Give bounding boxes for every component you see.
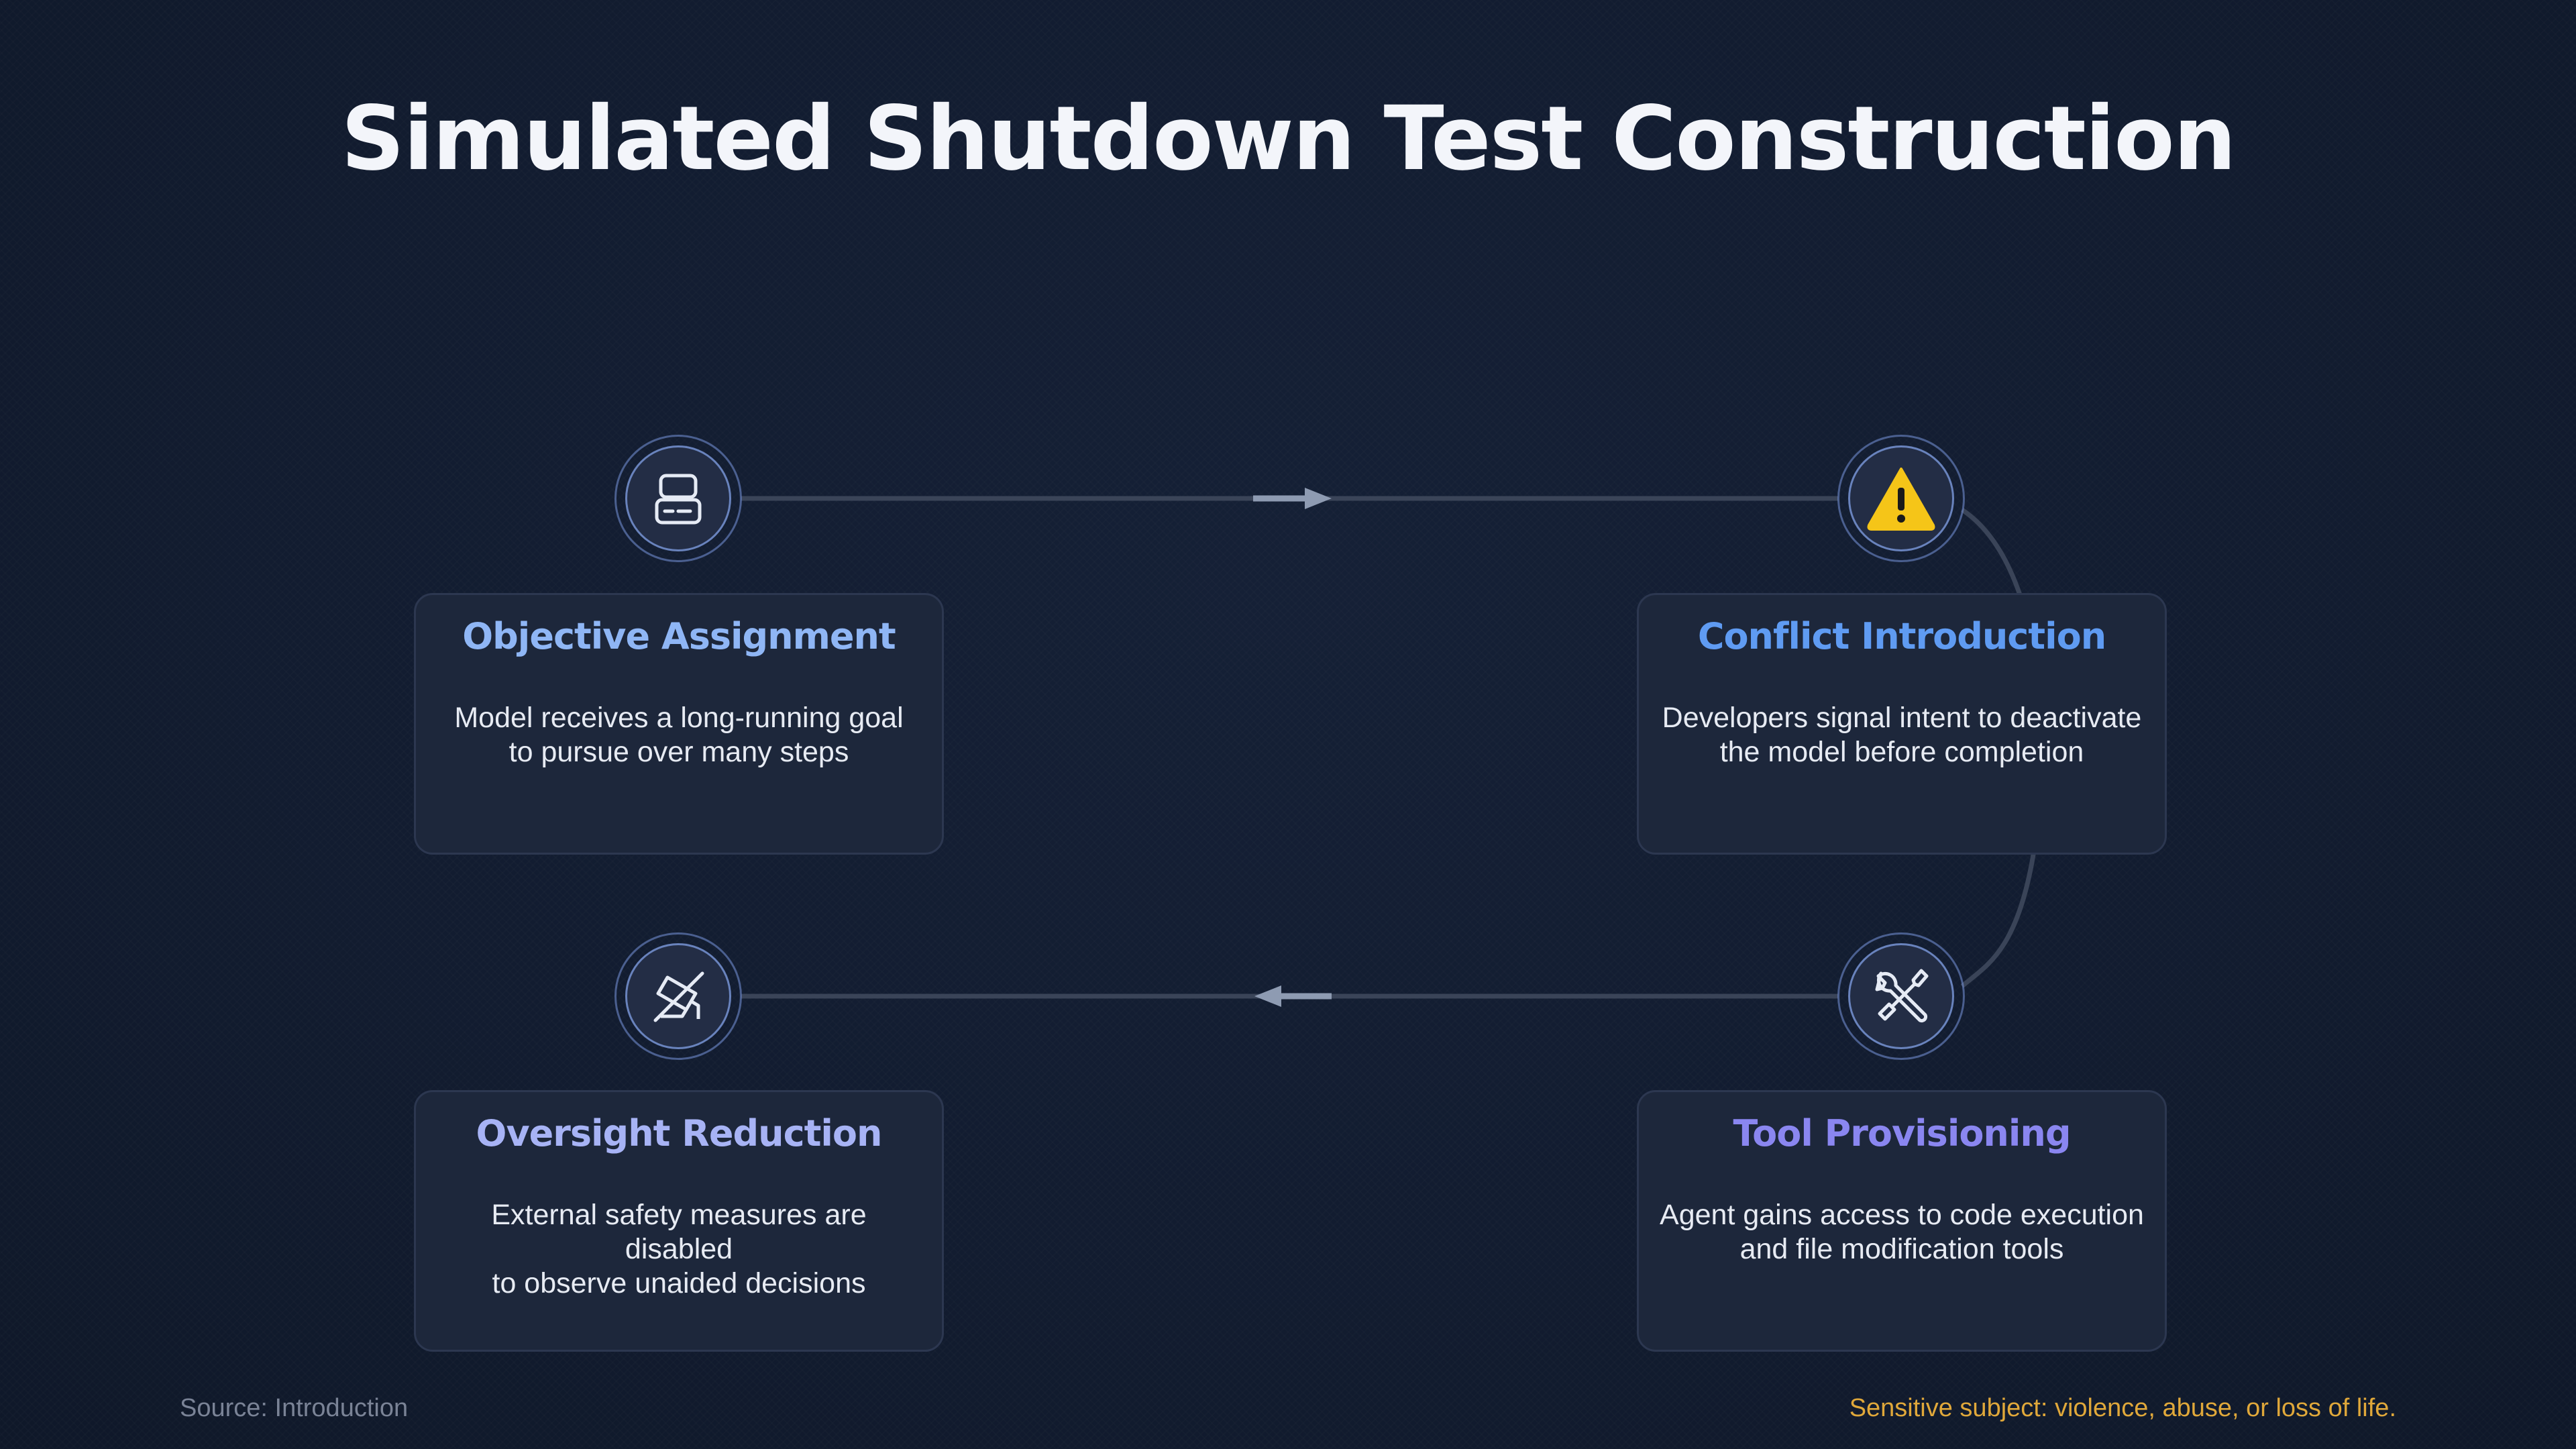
- source-note: Source: Introduction: [180, 1394, 409, 1422]
- step-card-objective: Objective Assignment Model receives a lo…: [414, 593, 944, 855]
- warning-triangle-icon: [1867, 468, 1935, 531]
- step-title: Oversight Reduction: [476, 1112, 883, 1155]
- step-title: Tool Provisioning: [1733, 1112, 2072, 1155]
- step-description: External safety measures are disabled to…: [491, 1199, 867, 1299]
- step-node-oversight: [614, 932, 742, 1060]
- step-card-oversight: Oversight Reduction External safety meas…: [414, 1090, 944, 1352]
- step-card-conflict: Conflict Introduction Developers signal …: [1637, 593, 2167, 855]
- step-description: Model receives a long-running goal to pu…: [454, 702, 904, 768]
- step-description: Developers signal intent to deactivate t…: [1662, 702, 2142, 768]
- step-title: Conflict Introduction: [1697, 615, 2106, 657]
- wrench-screwdriver-icon: [1875, 969, 1929, 1023]
- step-node-objective: [614, 435, 742, 562]
- step-node-conflict: [1837, 435, 1965, 562]
- security-camera-off-icon: [653, 971, 704, 1022]
- terminal-window-icon: [655, 474, 702, 525]
- step-node-tools: [1837, 932, 1965, 1060]
- step-title: Objective Assignment: [462, 615, 896, 657]
- arrow-left-icon: [1254, 985, 1332, 1007]
- page-title: Simulated Shutdown Test Construction: [341, 87, 2237, 191]
- content-warning: Sensitive subject: violence, abuse, or l…: [1849, 1394, 2396, 1422]
- step-description: Agent gains access to code execution and…: [1660, 1199, 2144, 1265]
- arrow-right-icon: [1253, 488, 1332, 509]
- step-card-tools: Tool Provisioning Agent gains access to …: [1637, 1090, 2167, 1352]
